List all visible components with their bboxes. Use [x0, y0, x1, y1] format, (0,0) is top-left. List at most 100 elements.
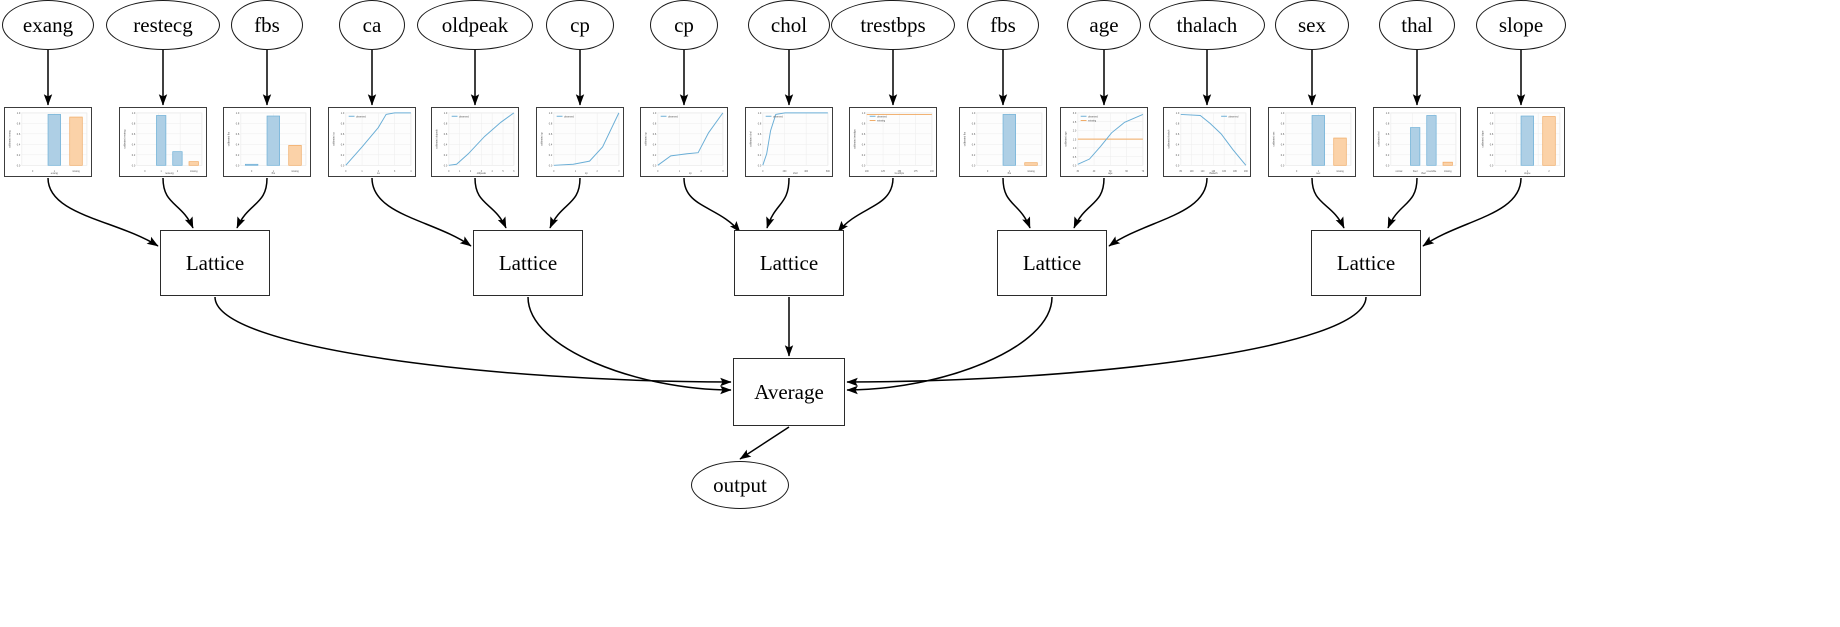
svg-text:0: 0 — [345, 171, 347, 173]
svg-text:0.0: 0.0 — [1281, 165, 1285, 168]
svg-text:missing: missing — [1088, 120, 1097, 123]
input-node-thalach-in11[interactable]: thalach — [1149, 0, 1265, 50]
input-node-chol-in7[interactable]: chol — [748, 0, 830, 50]
lattice-node-2[interactable]: Lattice — [734, 230, 844, 296]
svg-text:0.4: 0.4 — [653, 144, 657, 147]
input-node-trestbps-in8[interactable]: trestbps — [831, 0, 955, 50]
svg-text:0.8: 0.8 — [236, 123, 240, 126]
svg-text:100: 100 — [1190, 171, 1194, 173]
svg-text:0.4: 0.4 — [549, 144, 553, 147]
svg-text:1.0: 1.0 — [653, 112, 657, 115]
input-node-fbs-in2[interactable]: fbs — [231, 0, 303, 50]
input-node-cp-in5[interactable]: cp — [546, 0, 614, 50]
input-node-age-in10-label: age — [1089, 12, 1119, 37]
svg-text:0.4: 0.4 — [1281, 144, 1285, 147]
svg-text:0.2: 0.2 — [758, 154, 762, 157]
svg-text:0.6: 0.6 — [758, 133, 762, 136]
svg-text:160: 160 — [1222, 171, 1226, 173]
input-node-exang-in0[interactable]: exang — [2, 0, 94, 50]
svg-text:calibrated ca: calibrated ca — [333, 132, 336, 146]
svg-text:50: 50 — [1109, 171, 1112, 173]
svg-text:calibrated thal: calibrated thal — [1378, 131, 1381, 146]
input-node-slope-in14[interactable]: slope — [1476, 0, 1566, 50]
svg-text:60: 60 — [1125, 171, 1128, 173]
lattice-node-3-label: Lattice — [1022, 250, 1082, 275]
svg-text:1: 1 — [161, 171, 163, 173]
input-node-ca-in3-label: ca — [362, 12, 382, 37]
svg-text:0.4: 0.4 — [862, 144, 866, 147]
svg-text:restecg: restecg — [165, 171, 174, 175]
svg-text:calibrated slope: calibrated slope — [1482, 130, 1485, 148]
average-node[interactable]: Average — [733, 358, 845, 426]
svg-text:1.0: 1.0 — [549, 112, 553, 115]
svg-text:40: 40 — [1093, 171, 1096, 173]
output-node[interactable]: output — [691, 461, 789, 509]
lattice-node-1[interactable]: Lattice — [473, 230, 583, 296]
svg-text:0.2: 0.2 — [972, 154, 976, 157]
input-node-cp-in5-label: cp — [570, 12, 590, 37]
svg-text:ca: ca — [377, 172, 380, 175]
svg-text:1: 1 — [1527, 171, 1529, 173]
svg-text:2: 2 — [470, 171, 472, 173]
svg-text:1: 1 — [575, 171, 577, 173]
input-node-fbs-in2-label: fbs — [254, 12, 280, 37]
svg-text:0.6: 0.6 — [972, 133, 976, 136]
svg-text:0.4: 0.4 — [1490, 144, 1494, 147]
svg-text:0.8: 0.8 — [132, 123, 136, 126]
average-node-label: Average — [754, 379, 824, 404]
input-node-sex-in12[interactable]: sex — [1275, 0, 1349, 50]
svg-text:0.0: 0.0 — [972, 165, 976, 168]
svg-text:calibrated trestbps: calibrated trestbps — [854, 128, 857, 148]
svg-text:missing: missing — [190, 171, 198, 173]
svg-text:missing: missing — [291, 171, 299, 173]
svg-text:1: 1 — [1318, 171, 1320, 173]
svg-text:1.0: 1.0 — [1281, 112, 1285, 115]
svg-text:0.8: 0.8 — [972, 123, 976, 126]
input-node-fbs-in9[interactable]: fbs — [967, 0, 1039, 50]
svg-text:calibrated sex: calibrated sex — [1273, 131, 1276, 147]
svg-text:missing: missing — [1336, 171, 1344, 173]
lattice-node-4[interactable]: Lattice — [1311, 230, 1421, 296]
svg-text:0.5: 0.5 — [1073, 156, 1077, 159]
svg-text:3: 3 — [481, 171, 483, 173]
input-node-age-in10[interactable]: age — [1067, 0, 1141, 50]
svg-text:observed: observed — [356, 115, 367, 118]
svg-text:0.2: 0.2 — [236, 154, 240, 157]
svg-text:0.4: 0.4 — [972, 144, 976, 147]
svg-text:1.0: 1.0 — [862, 112, 866, 115]
svg-text:observed: observed — [877, 115, 888, 118]
svg-text:4: 4 — [410, 171, 412, 173]
svg-text:calibrated chol: calibrated chol — [750, 131, 753, 147]
input-node-oldpeak-in4[interactable]: oldpeak — [417, 0, 533, 50]
svg-text:fixed: fixed — [1413, 171, 1418, 173]
edge-calibrator-to-lattice-7 — [766, 177, 790, 229]
input-node-cp-in6[interactable]: cp — [650, 0, 718, 50]
svg-text:0.2: 0.2 — [341, 154, 345, 157]
edge-calibrator-to-lattice-13 — [1387, 177, 1418, 229]
svg-text:0.6: 0.6 — [1386, 133, 1390, 136]
svg-text:missing: missing — [72, 171, 80, 173]
lattice-node-0-label: Lattice — [185, 250, 245, 275]
lattice-node-3[interactable]: Lattice — [997, 230, 1107, 296]
input-node-thal-in13[interactable]: thal — [1379, 0, 1455, 50]
svg-text:150: 150 — [897, 171, 901, 173]
input-node-restecg-in1[interactable]: restecg — [106, 0, 220, 50]
input-node-ca-in3[interactable]: ca — [339, 0, 405, 50]
svg-text:reversible: reversible — [1427, 170, 1437, 173]
svg-text:1.0: 1.0 — [444, 112, 448, 115]
svg-text:6: 6 — [513, 171, 515, 173]
svg-text:0.6: 0.6 — [17, 133, 21, 136]
edge-lattice-to-average-1 — [527, 296, 732, 395]
svg-text:0.2: 0.2 — [1386, 154, 1390, 157]
input-node-thalach-in11-label: thalach — [1176, 12, 1238, 37]
edge-lattice-to-average-3 — [846, 296, 1053, 395]
lattice-node-0[interactable]: Lattice — [160, 230, 270, 296]
svg-text:0.8: 0.8 — [549, 123, 553, 126]
